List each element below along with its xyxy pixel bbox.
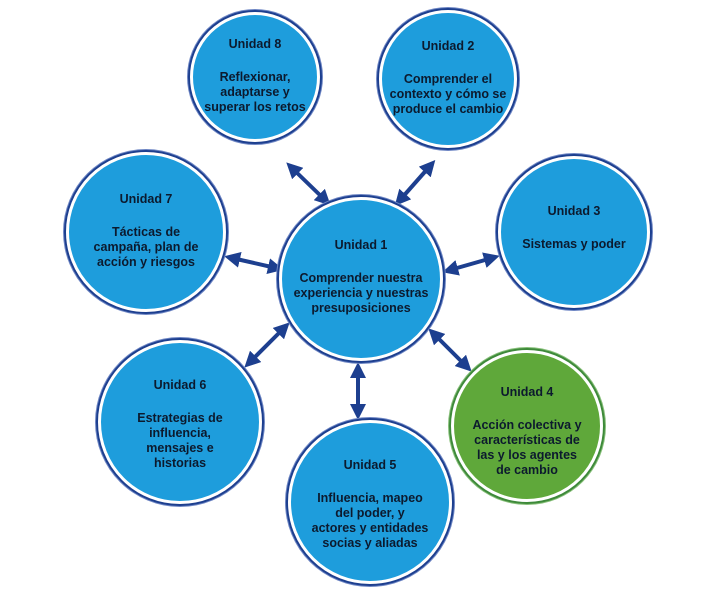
unit-2-title: Unidad 2 [421, 39, 475, 53]
unit-8-title: Unidad 8 [228, 37, 282, 51]
unit-5-title: Unidad 5 [343, 458, 397, 472]
unit-7-circle: Unidad 7 Tácticas de campaña, plan de ac… [66, 152, 226, 312]
unit-1-circle: Unidad 1 Comprender nuestra experiencia … [279, 197, 443, 361]
unit-2-description: Comprender el contexto y cómo se produce… [389, 72, 507, 116]
unit-8-description: Reflexionar, adaptarse y superar los ret… [204, 70, 306, 114]
unit-2-circle: Unidad 2 Comprender el contexto y cómo s… [379, 10, 517, 148]
arrow-unit1-unit7 [224, 251, 284, 275]
unit-6-title: Unidad 6 [153, 378, 207, 392]
arrow-unit1-unit6 [244, 322, 290, 368]
arrow-unit1-unit2 [394, 160, 436, 206]
arrow-unit1-unit8 [286, 162, 331, 206]
unit-5-circle: Unidad 5 Influencia, mapeo del poder, y … [288, 420, 452, 584]
unit-4-title: Unidad 4 [500, 385, 554, 399]
unit-4-description: Acción colectiva y características de la… [472, 418, 582, 477]
unit-1-description: Comprender nuestra experiencia y nuestra… [293, 271, 429, 315]
arrow-unit1-unit3 [442, 252, 500, 276]
unit-7-title: Unidad 7 [119, 192, 173, 206]
unit-6-circle: Unidad 6 Estrategias de influencia, mens… [98, 340, 262, 504]
unit-4-circle: Unidad 4 Acción colectiva y característi… [451, 350, 603, 502]
unit-3-circle: Unidad 3 Sistemas y poder [498, 156, 650, 308]
unit-5-description: Influencia, mapeo del poder, y actores y… [311, 491, 429, 550]
unit-3-title: Unidad 3 [547, 204, 601, 218]
unit-3-description: Sistemas y poder [522, 237, 626, 251]
unit-7-description: Tácticas de campaña, plan de acción y ri… [93, 225, 199, 269]
unit-8-circle: Unidad 8 Reflexionar, adaptarse y supera… [190, 12, 320, 142]
unit-6-description: Estrategias de influencia, mensajes e hi… [137, 411, 223, 470]
arrow-unit1-unit4 [428, 328, 472, 372]
unit-1-title: Unidad 1 [334, 238, 388, 252]
